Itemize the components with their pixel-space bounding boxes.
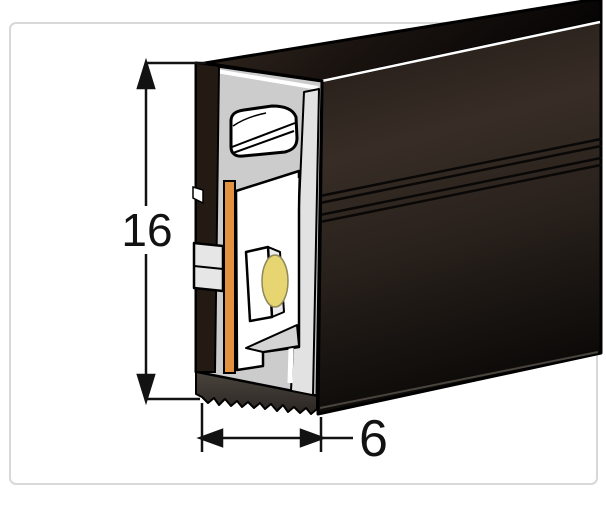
dimension-annotations bbox=[136, 57, 353, 452]
section-back-wall bbox=[195, 61, 221, 373]
front-wall-highlight bbox=[287, 177, 299, 384]
wall-notch bbox=[192, 185, 204, 205]
led-dome bbox=[261, 254, 289, 308]
chamber-step-wedge bbox=[245, 324, 300, 353]
side-groove-ridges bbox=[318, 137, 603, 224]
top-cavity-inner-arc bbox=[232, 112, 267, 127]
dim-width-label: 6 bbox=[359, 410, 388, 468]
top-cavity-divider bbox=[231, 122, 296, 154]
section-bottom-band bbox=[195, 371, 318, 415]
dim-width-arrow-right bbox=[299, 428, 327, 448]
dim-height-label: 16 bbox=[121, 204, 172, 256]
pcb-strip bbox=[223, 180, 236, 374]
dim-width-arrow-left bbox=[196, 428, 224, 448]
dim-height-arrow-up bbox=[136, 57, 156, 90]
top-edge-highlight bbox=[321, 20, 601, 83]
profile-side-face bbox=[316, 19, 603, 416]
side-bottom-sheen bbox=[319, 351, 599, 409]
mount-tab-edge bbox=[193, 265, 224, 270]
top-chamfer-highlight bbox=[209, 68, 319, 90]
dim-height-arrow-down bbox=[136, 373, 156, 406]
